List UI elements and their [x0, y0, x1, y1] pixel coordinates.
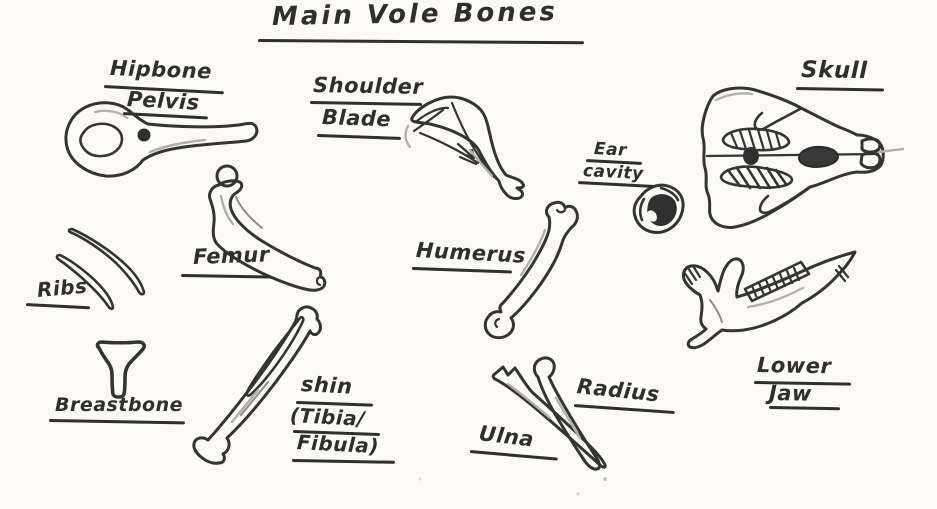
label-tibia: (Tibia/: [289, 403, 366, 431]
skull-drawing: [700, 86, 905, 229]
label-pelvis: Pelvis: [126, 87, 201, 115]
label-femur: Femur: [192, 242, 271, 269]
label-jaw: Jaw: [768, 381, 813, 406]
ribs-drawing: [55, 227, 146, 311]
label-shin: shin: [300, 372, 354, 399]
label-cavity: cavity: [582, 161, 645, 185]
pelvis-drawing: [64, 101, 259, 178]
radius-drawing: [532, 356, 601, 471]
scan-specks: [418, 477, 607, 496]
label-lower: Lower: [756, 353, 832, 379]
label-shoulder: Shoulder: [312, 73, 424, 99]
label-ear: Ear: [593, 139, 628, 161]
label-fibula: Fibula): [296, 430, 380, 459]
lower-jaw-drawing: [681, 250, 857, 350]
label-ribs: Ribs: [35, 273, 89, 302]
scapula-drawing: [404, 95, 525, 200]
label-blade: Blade: [321, 105, 392, 132]
humerus-drawing: [483, 200, 579, 340]
label-breastbone: Breastbone: [55, 394, 184, 416]
ulna-drawing: [491, 365, 607, 469]
page-title: Main Vole Bones: [271, 0, 559, 32]
shin-drawing: [192, 305, 322, 465]
breastbone-drawing: [95, 340, 146, 399]
femur-drawing: [208, 164, 327, 292]
ear-cavity-drawing: [632, 183, 685, 234]
label-skull: Skull: [800, 57, 868, 85]
label-hipbone: Hipbone: [109, 56, 213, 84]
